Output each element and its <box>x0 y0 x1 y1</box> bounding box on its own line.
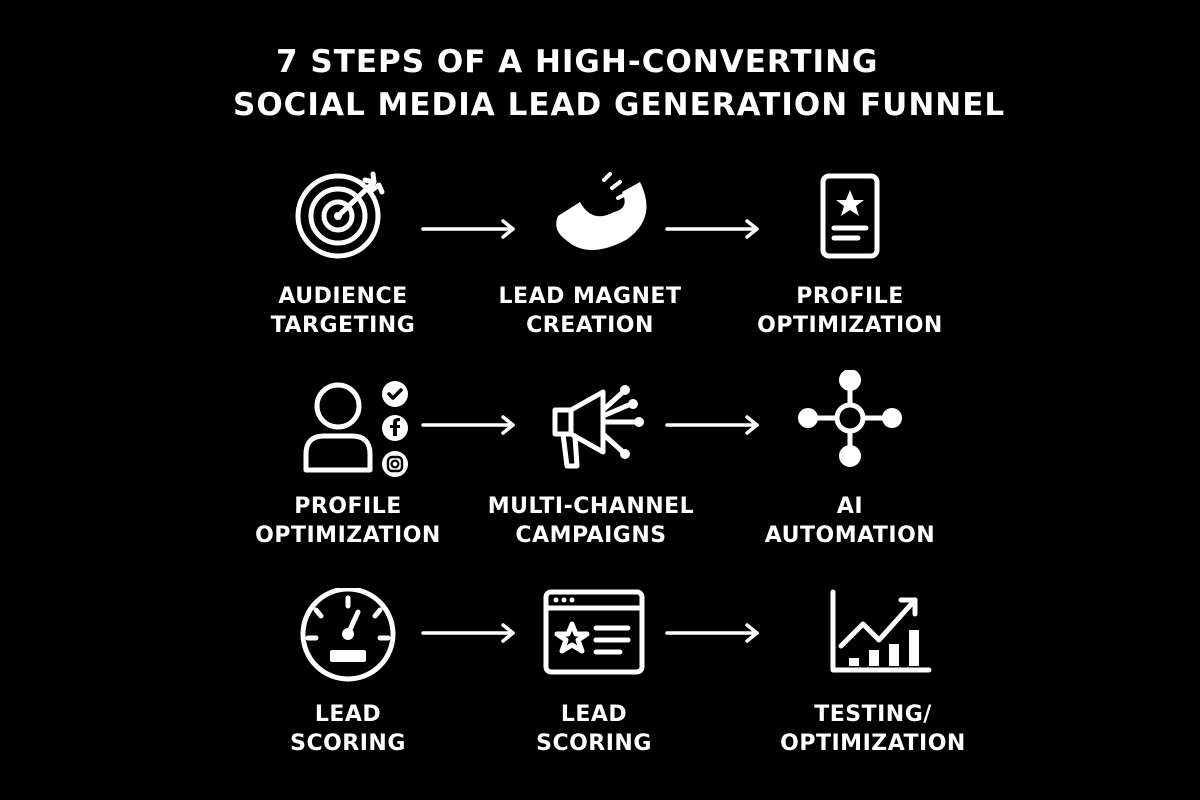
step-label-line-2: SCORING <box>536 731 652 756</box>
step-label-line-2: CAMPAIGNS <box>515 523 667 548</box>
arrow-right-icon <box>421 219 517 239</box>
step-label-line-2: AUTOMATION <box>764 523 936 548</box>
title-line-1: 7 STEPS OF A HIGH-CONVERTING <box>276 44 879 80</box>
step-label: PROFILE OPTIMIZATION <box>238 492 458 550</box>
step-label-line-1: PROFILE <box>294 494 402 519</box>
growth-chart-icon <box>813 588 933 688</box>
step-label-line-1: LEAD <box>314 702 382 727</box>
arrow-right-icon <box>421 623 517 643</box>
browser-star-icon <box>534 588 654 688</box>
step-label-line-1: PROFILE <box>796 284 904 309</box>
step-label-line-2: OPTIMIZATION <box>757 313 943 338</box>
step-label: AUDIENCE TARGETING <box>233 282 453 340</box>
step-label-line-1: TESTING/ <box>814 702 932 727</box>
target-icon <box>283 170 403 270</box>
arrow-right-icon <box>665 219 761 239</box>
arrow-right-icon <box>421 415 517 435</box>
step-label-line-2: OPTIMIZATION <box>255 523 441 548</box>
megaphone-network-icon <box>531 380 651 480</box>
user-social-icon <box>288 380 408 480</box>
step-label-line-2: SCORING <box>290 731 406 756</box>
profile-card-icon <box>790 170 910 270</box>
step-label-line-1: AUDIENCE <box>278 284 408 309</box>
step-label: TESTING/ OPTIMIZATION <box>763 700 983 758</box>
arrow-right-icon <box>665 623 761 643</box>
arrow-right-icon <box>665 415 761 435</box>
step-label-line-2: TARGETING <box>270 313 416 338</box>
step-label-line-1: LEAD <box>560 702 628 727</box>
step-label-line-2: OPTIMIZATION <box>780 731 966 756</box>
step-label: LEAD MAGNET CREATION <box>480 282 700 340</box>
step-label-line-1: LEAD MAGNET <box>498 284 682 309</box>
step-label-line-1: MULTI-CHANNEL <box>487 494 695 519</box>
title-line-2: SOCIAL MEDIA LEAD GENERATION FUNNEL <box>233 87 1006 123</box>
step-label-line-2: CREATION <box>526 313 654 338</box>
magnet-icon <box>530 170 650 270</box>
step-label: LEAD SCORING <box>484 700 704 758</box>
step-label: PROFILE OPTIMIZATION <box>740 282 960 340</box>
step-label: LEAD SCORING <box>238 700 458 758</box>
automation-nodes-icon <box>790 370 910 470</box>
step-label: MULTI-CHANNEL CAMPAIGNS <box>481 492 701 550</box>
step-label: AI AUTOMATION <box>740 492 960 550</box>
gauge-icon <box>288 588 408 688</box>
step-label-line-1: AI <box>836 494 864 519</box>
